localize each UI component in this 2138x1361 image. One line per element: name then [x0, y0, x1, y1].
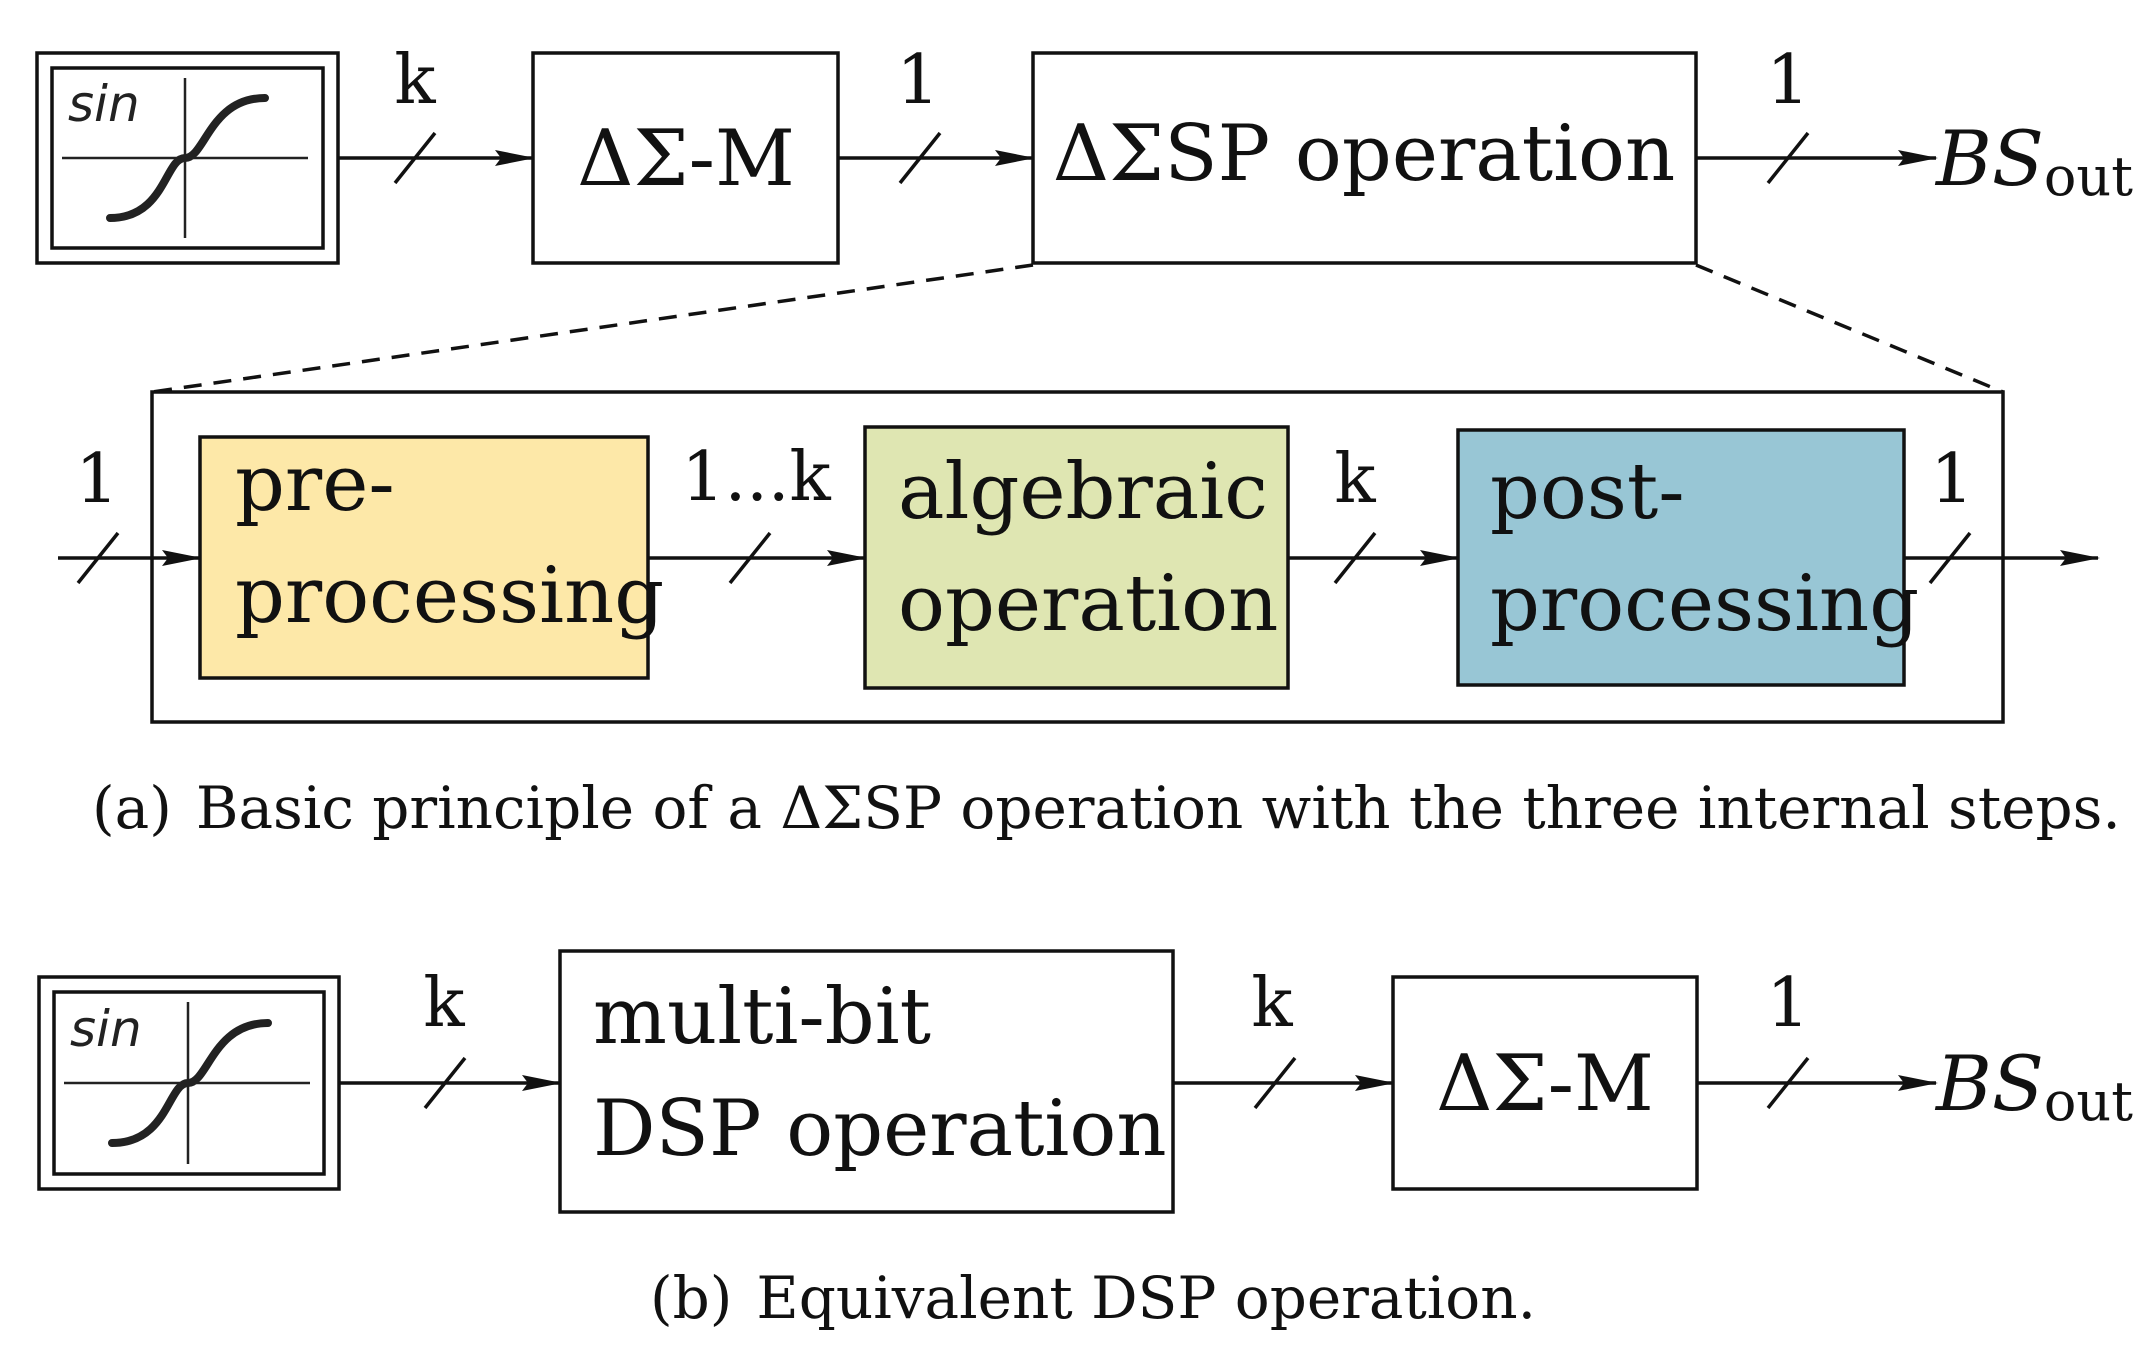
bus-width-label: 1: [1766, 41, 1809, 120]
algebraic-operation-block: [863, 425, 1290, 690]
output-bitstream-label: BSout: [1934, 1039, 2133, 1133]
pre-processing-label-line1: pre-: [235, 439, 395, 529]
sine-source-icon: sin: [35, 51, 340, 265]
bus-slash: [393, 131, 437, 185]
bus-slash: [1253, 1056, 1297, 1110]
post-processing-label-line2: processing: [1490, 559, 1919, 649]
multi-bit-dsp-operation-block: [558, 949, 1175, 1214]
zoom-line-left: [151, 263, 1034, 394]
bus-width-label: 1: [896, 41, 939, 120]
bus-slash: [898, 131, 942, 185]
bus-width-label: 1...k: [681, 438, 831, 517]
bus-slash: [1928, 531, 1972, 585]
bus-slash: [1766, 1056, 1810, 1110]
bus-slash: [76, 531, 120, 585]
delta-sigma-modulator-label: ΔΣ-M: [1436, 1039, 1654, 1129]
sine-source-icon: sin: [37, 975, 341, 1191]
delta-sigma-modulator-block: [531, 51, 840, 265]
bus-width-label: k: [1251, 964, 1293, 1043]
delta-sigma-sp-operation-block: [1031, 51, 1698, 265]
caption-b: (b)Equivalent DSP operation.: [650, 1264, 1536, 1332]
part-b: sin k multi-bit DSP operation k ΔΣ-M 1 B…: [37, 949, 2133, 1332]
post-processing-label-line1: post-: [1490, 447, 1685, 537]
bus-slash: [728, 531, 772, 585]
pre-processing-label-line2: processing: [235, 551, 664, 641]
zoom-line-right: [1695, 263, 2004, 394]
post-processing-block: [1456, 428, 1906, 687]
bus-width-label: k: [423, 964, 465, 1043]
bus-width-label: k: [1334, 440, 1376, 519]
bus-width-label: 1: [1930, 440, 1973, 519]
multi-bit-dsp-label-line1: multi-bit: [593, 972, 931, 1062]
bus-width-label: k: [394, 41, 436, 120]
bus-slash: [423, 1056, 467, 1110]
sin-label: sin: [68, 75, 140, 133]
sin-label: sin: [70, 1000, 142, 1058]
output-bitstream-label: BSout: [1934, 114, 2133, 208]
bus-width-label: 1: [1766, 964, 1809, 1043]
caption-a: (a)Basic principle of a ΔΣSP operation w…: [92, 774, 2121, 842]
bus-slash: [1766, 131, 1810, 185]
part-a: sin k ΔΣ-M 1 ΔΣSP operation 1 BSout 1: [35, 41, 2133, 842]
pre-processing-block: [198, 435, 650, 680]
multi-bit-dsp-label-line2: DSP operation: [593, 1084, 1167, 1174]
bus-slash: [1333, 531, 1377, 585]
bus-width-label: 1: [75, 440, 118, 519]
delta-sigma-modulator-label: ΔΣ-M: [577, 114, 795, 204]
algebraic-operation-label-line2: operation: [898, 559, 1278, 649]
algebraic-operation-label-line1: algebraic: [898, 447, 1268, 537]
delta-sigma-sp-operation-label: ΔΣSP operation: [1053, 109, 1676, 199]
